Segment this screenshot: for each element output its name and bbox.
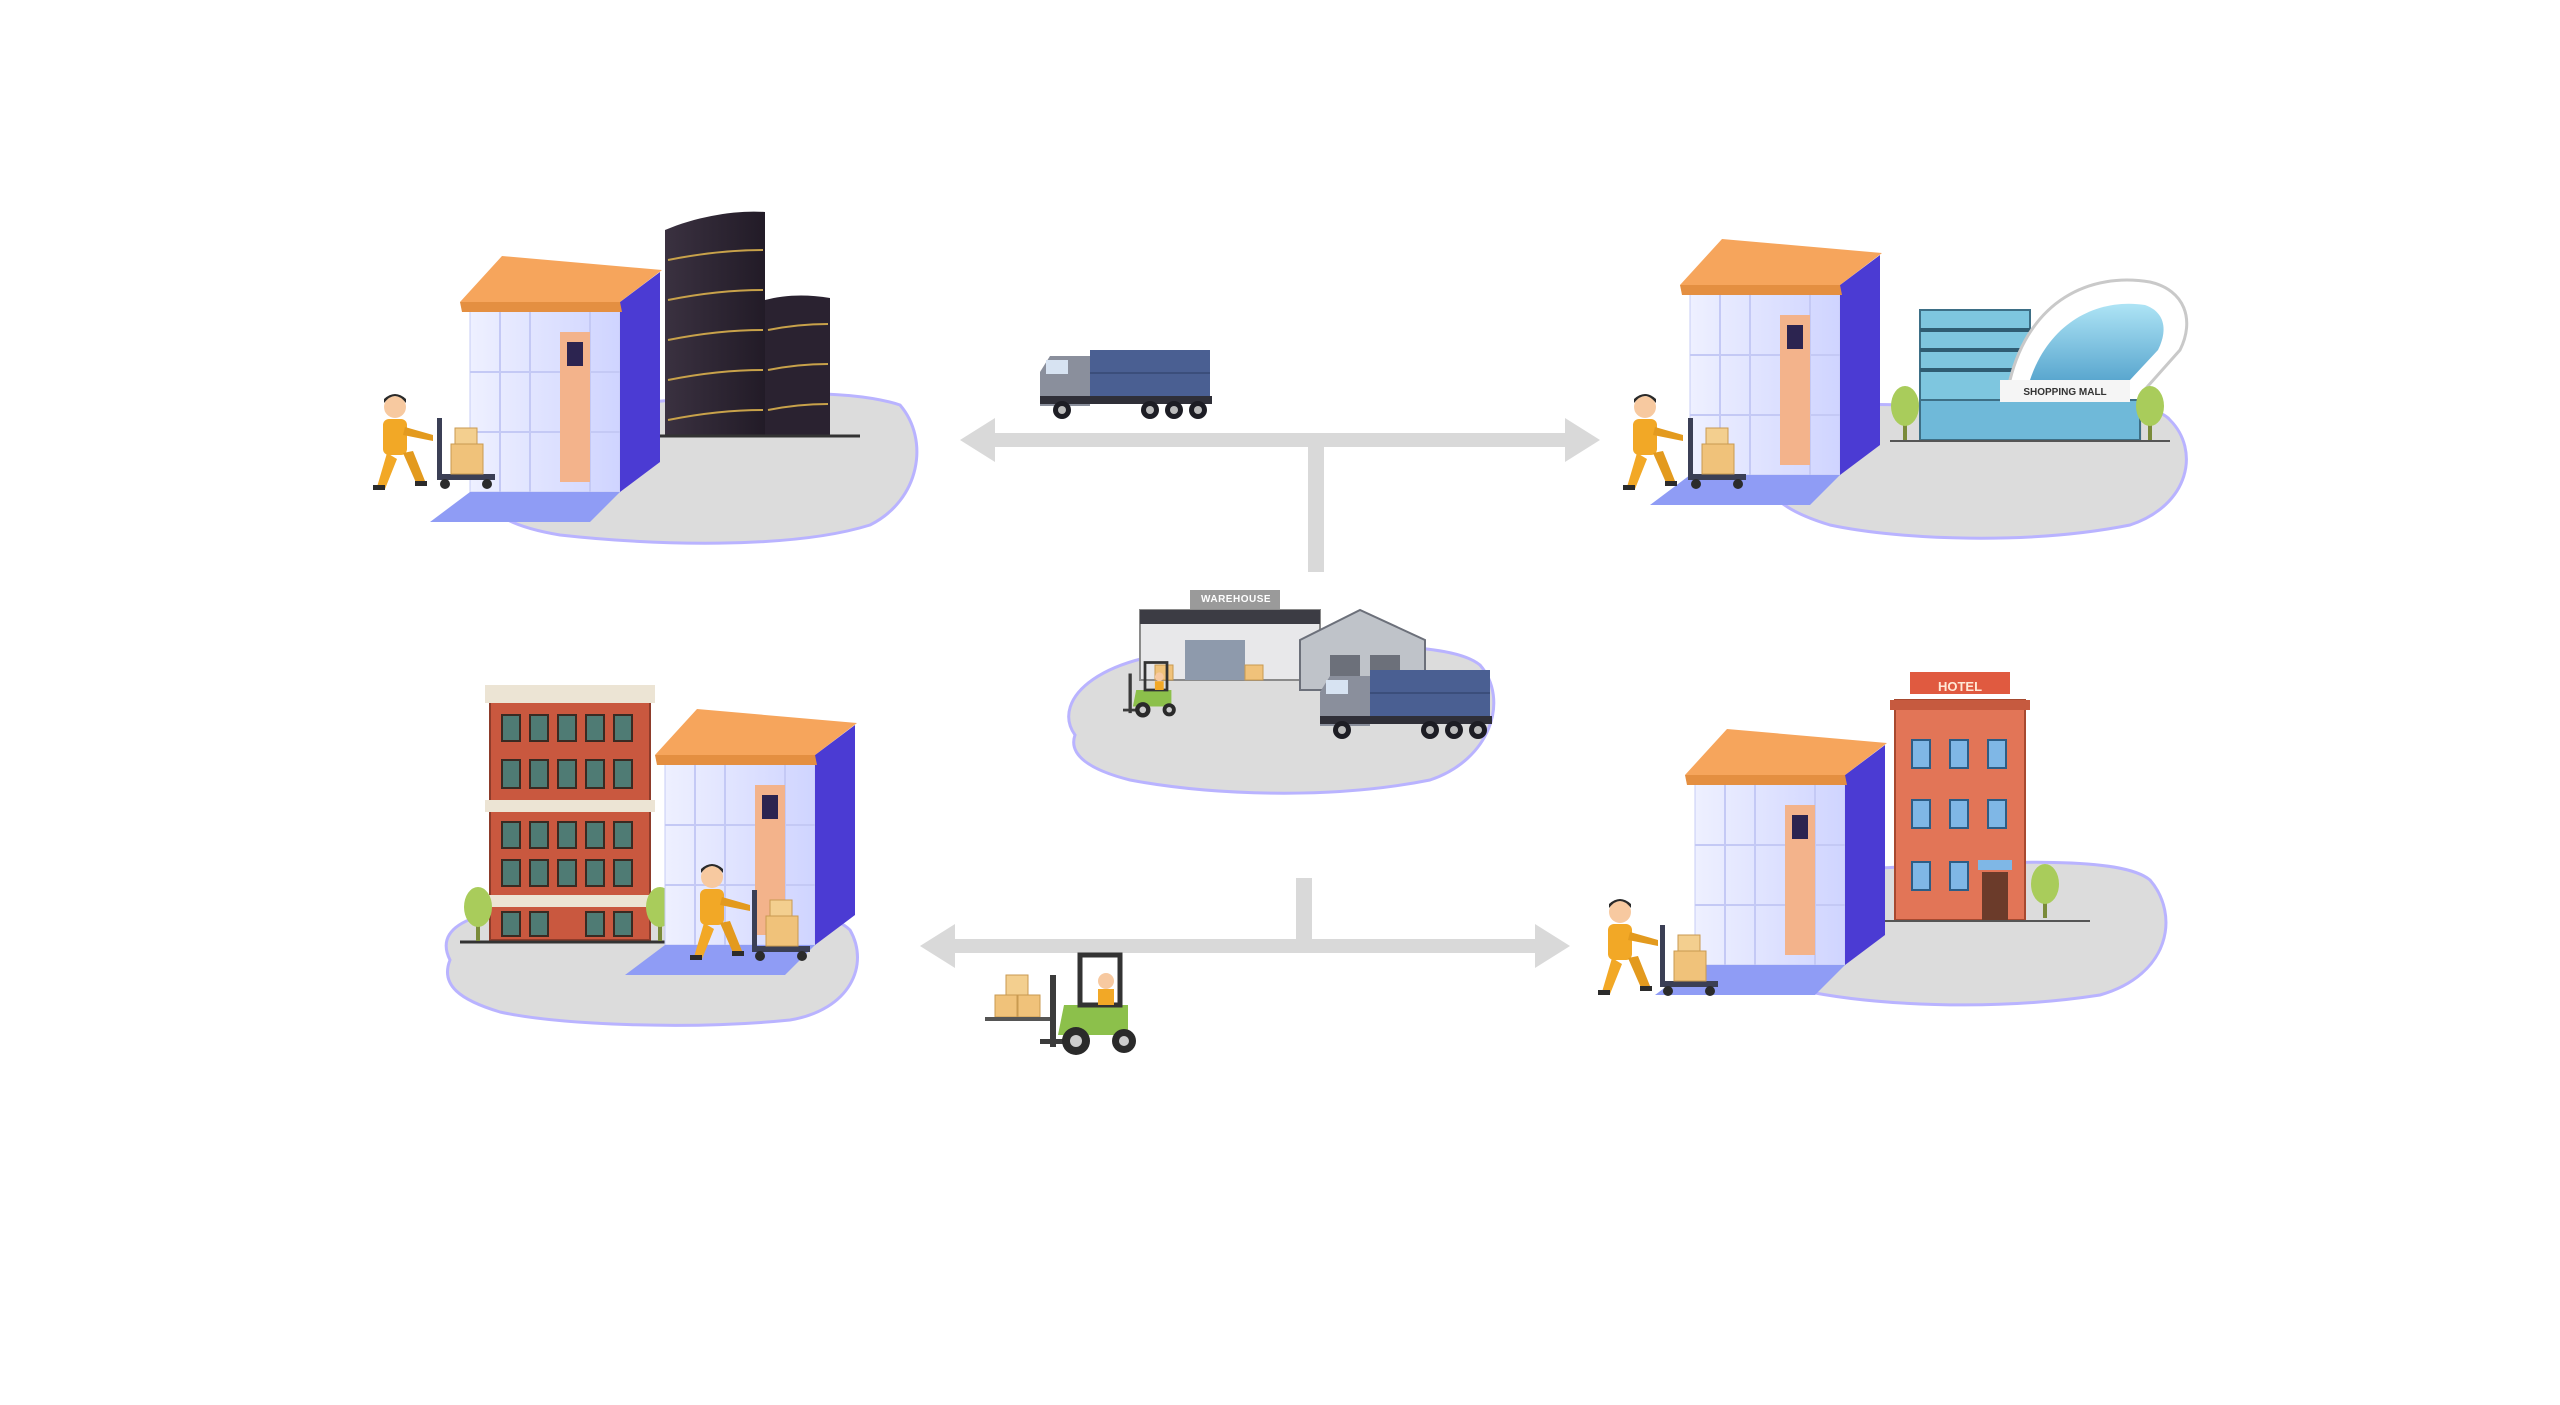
locker-icon xyxy=(429,255,663,523)
worker-icon xyxy=(373,394,433,490)
locker-icon xyxy=(1649,238,1883,506)
worker-icon xyxy=(1623,394,1683,490)
arrow-bottom-distribution xyxy=(920,878,1570,968)
worker-icon xyxy=(1598,899,1658,995)
forklift-icon xyxy=(1040,955,1136,1055)
hotel-icon xyxy=(1880,672,2090,922)
shopping-mall-sign: SHOPPING MALL xyxy=(2023,387,2107,398)
shopping-mall-icon xyxy=(1890,278,2189,442)
arrow-top-distribution xyxy=(960,418,1600,572)
apartment-building-icon xyxy=(460,685,680,944)
hotel-sign: HOTEL xyxy=(1937,679,1983,694)
office-tower-icon xyxy=(640,211,860,438)
warehouse-sign: WAREHOUSE xyxy=(1200,594,1272,605)
box-icon xyxy=(985,974,1055,1021)
truck-icon xyxy=(1039,349,1213,420)
